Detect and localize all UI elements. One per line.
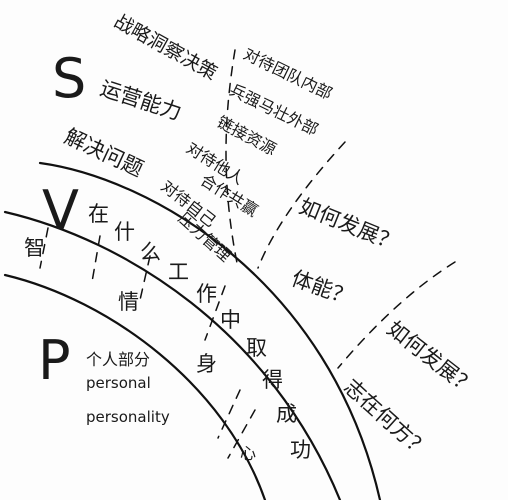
v-char-1: 在 (88, 202, 109, 226)
p-xin: 心 (240, 444, 257, 463)
dash-p-1 (217, 389, 241, 439)
dash-v-upper (337, 261, 456, 369)
p-zhi: 智 (24, 236, 45, 260)
dash-s-outer (257, 141, 346, 269)
v-char-2: 什 (114, 220, 135, 244)
v-char-8: 得 (262, 368, 283, 392)
arc-v-p-boundary (3, 210, 342, 500)
arc-s-v-boundary (38, 161, 382, 500)
dash-v-inner (39, 227, 49, 269)
letter-p: P (38, 329, 71, 392)
p-qing: 情 (118, 290, 139, 314)
v-char-4: 工 (168, 260, 189, 284)
dash-s-divider (225, 49, 239, 269)
v-char-6: 中 (220, 308, 241, 332)
p-label-personality: personality (86, 408, 170, 426)
p-label-cn: 个人部分 (86, 350, 151, 369)
dash-v-inner3 (139, 255, 151, 301)
v-char-9: 成 (276, 402, 297, 426)
letter-s: S (52, 47, 87, 110)
v-char-3: 么 (140, 240, 161, 264)
v-char-10: 功 (290, 438, 311, 462)
p-label-personal: personal (86, 374, 151, 392)
arc-p-inner-boundary (3, 273, 267, 500)
p-shen: 身 (196, 352, 217, 376)
dash-p-2 (227, 409, 256, 459)
letter-v: V (42, 179, 79, 242)
dash-v-inner2 (91, 235, 101, 283)
v-char-7: 取 (246, 336, 267, 360)
v-char-5: 作 (196, 282, 217, 306)
dash-v-inner4 (204, 285, 226, 341)
